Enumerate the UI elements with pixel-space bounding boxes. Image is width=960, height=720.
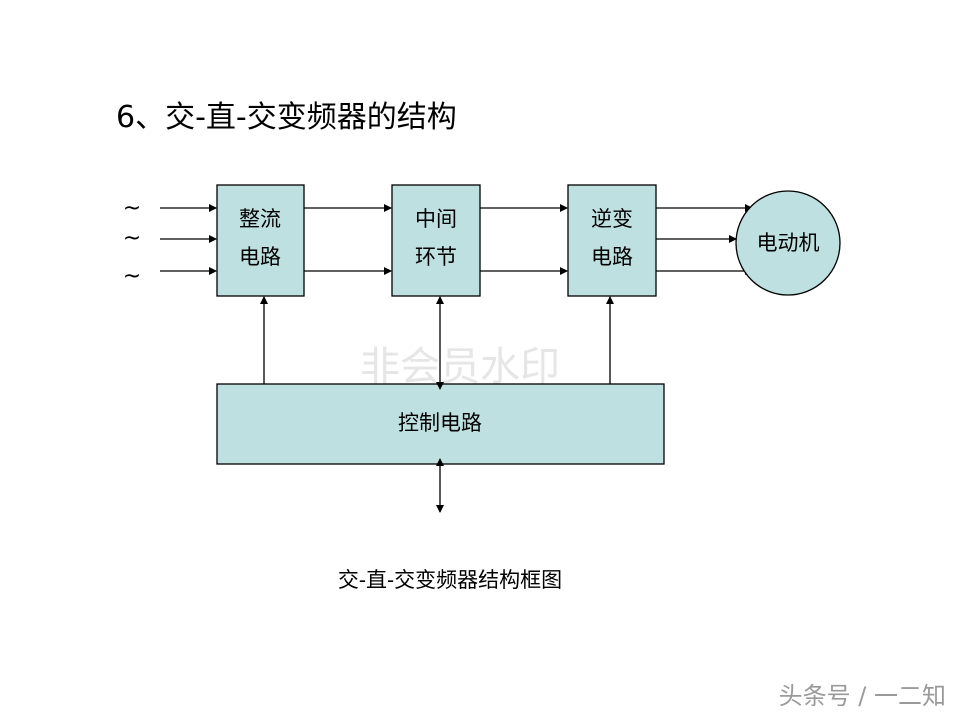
slide-title: 6、交-直-交变频器的结构 <box>116 100 457 135</box>
source-credit: 头条号 / 一二知 <box>778 682 946 710</box>
intermediate-block <box>391 184 481 297</box>
inverter-label-line2: 电路 <box>591 245 633 269</box>
intermediate-label-line2: 环节 <box>415 245 457 269</box>
diagram-caption: 交-直-交变频器结构框图 <box>337 568 563 592</box>
inverter-label-line1: 逆变 <box>591 207 633 231</box>
watermark-text: 非会员水印 <box>360 344 560 390</box>
control-label: 控制电路 <box>398 411 482 435</box>
motor-label: 电动机 <box>757 231 820 255</box>
rectifier-label-line2: 电路 <box>239 245 281 269</box>
intermediate-label-line1: 中间 <box>415 207 457 231</box>
rectifier-label-line1: 整流 <box>239 207 281 231</box>
ac-input-symbol-1: ~ <box>123 196 141 221</box>
motor-circle <box>735 190 841 296</box>
rectifier-block <box>216 184 305 297</box>
ac-input-symbol-3: ~ <box>123 264 141 289</box>
inverter-block <box>567 184 657 297</box>
ac-input-symbol-2: ~ <box>123 226 141 251</box>
